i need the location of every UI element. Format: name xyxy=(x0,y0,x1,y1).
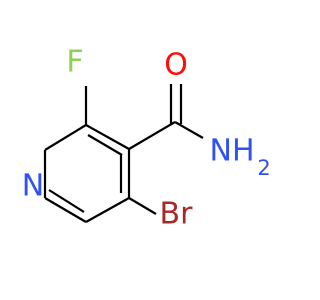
bond-c1-c7 xyxy=(128,121,176,150)
bond-c6-c1-inner xyxy=(87,134,123,156)
oxygen-label: O xyxy=(164,48,188,83)
fluorine-label: F xyxy=(66,45,83,80)
amide-nitrogen-subscript: 2 xyxy=(257,156,270,180)
bond-c3-c4 xyxy=(85,197,130,223)
bond-c3-br xyxy=(128,197,157,215)
atom-labels: F O NH 2 N Br xyxy=(22,45,271,232)
bond-c4-n-inner xyxy=(48,189,85,213)
bond-c7-nh2 xyxy=(174,121,204,139)
bromine-label: Br xyxy=(160,197,194,232)
ring-nitrogen-label: N xyxy=(22,169,44,204)
bond-c4-n xyxy=(44,197,87,223)
bond-c5-c6 xyxy=(44,124,87,151)
amide-nitrogen-label: NH xyxy=(210,134,255,169)
bonds xyxy=(43,84,204,223)
molecule-structure: F O NH 2 N Br xyxy=(22,45,271,232)
bond-c6-c1 xyxy=(85,124,130,150)
